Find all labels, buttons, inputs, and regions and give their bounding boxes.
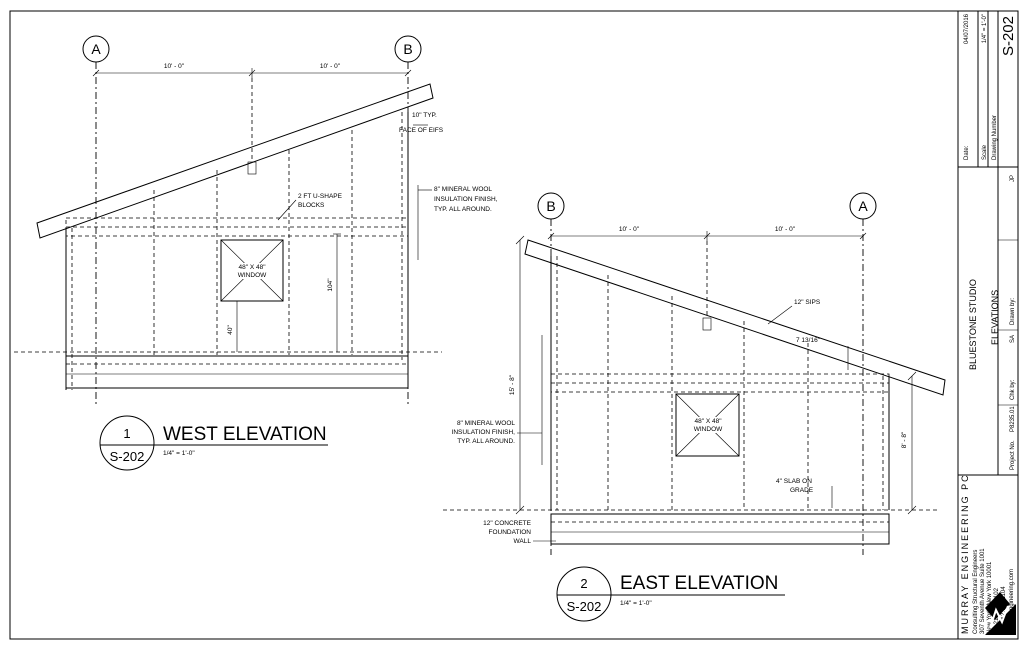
title-block: Date: 04/07/2016 Scale 1/4" = 1'-0" Draw… [957, 11, 1018, 639]
window-west [220, 239, 284, 302]
note-face-eifs: FACE OF EIFS [399, 127, 444, 134]
note-ushape-2: BLOCKS [298, 202, 325, 209]
tb-address-2: New York, New York 10001 [987, 561, 993, 634]
tb-scale: 1/4" = 1'-0" [982, 14, 988, 43]
dim-pitch: 7 13/16" [796, 337, 821, 344]
grid-label-b-east: B [546, 198, 555, 214]
firm-logo [985, 592, 1016, 635]
vent-east [702, 317, 712, 331]
tb-date: 04/07/2016 [964, 13, 970, 44]
roof-west [36, 83, 434, 239]
note-concrete-2: FOUNDATION [489, 529, 532, 536]
window-size-west: 48" X 48" [238, 264, 266, 271]
dim-104-west: 104" [327, 278, 334, 292]
window-label-east: WINDOW [694, 426, 723, 433]
roof-east [524, 239, 946, 396]
view-title-east: 2 S-202 EAST ELEVATION 1/4" = 1'-0" [556, 566, 785, 622]
sheet-border [9, 10, 1019, 640]
note-ushape-1: 2 FT U-SHAPE [298, 193, 343, 200]
dim-40-west: 40" [227, 325, 234, 335]
east-elevation: B A 10' - 0" 10' - 0" 48" X 48" WI [443, 192, 946, 555]
dim-10ft-east-left: 10' - 0" [619, 226, 640, 233]
tb-chk-label: Chk by: [1010, 379, 1016, 400]
note-sips: 12" SIPS [794, 299, 821, 306]
view-title-text-east: EAST ELEVATION [620, 573, 778, 594]
note-slab-2: GRADE [790, 487, 814, 494]
tb-web: murray-engineering.com [1009, 569, 1015, 634]
view-sheet-west: S-202 [110, 449, 145, 464]
note-concrete-3: WALL [514, 538, 532, 545]
tb-scale-label: Scale [982, 144, 988, 160]
tb-drawn: JP [1010, 175, 1016, 182]
window-label-west: WINDOW [238, 272, 267, 279]
view-title-west: 1 S-202 WEST ELEVATION 1/4" = 1'-0" [99, 415, 328, 471]
grid-label-b-west: B [403, 41, 412, 57]
tb-drawing-number: S-202 [1000, 16, 1017, 56]
note-mineral-1-west: 8" MINERAL WOOL [434, 186, 492, 193]
tb-project-name: BLUESTONE STUDIO [968, 279, 978, 370]
dim-10ft-east-right: 10' - 0" [775, 226, 796, 233]
dim-10in-typ: 10" TYP. [412, 112, 437, 119]
grid-label-a-west: A [91, 41, 101, 57]
grid-label-a-east: A [858, 198, 868, 214]
tb-chk: SA [1010, 335, 1016, 343]
view-scale-east: 1/4" = 1'-0" [620, 600, 652, 607]
tb-address-1: 307 Seventh Avenue Suite 1001 [980, 548, 986, 634]
note-mineral-3-east: TYP. ALL AROUND. [457, 438, 515, 445]
dim-15-8-east: 15' - 8" [509, 374, 516, 395]
view-sheet-east: S-202 [567, 599, 602, 614]
west-elevation: A B 10' - 0" 10' - 0" 4 [14, 35, 498, 405]
note-mineral-2-east: INSULATION FINISH, [452, 429, 516, 436]
note-slab-1: 4" SLAB ON [776, 478, 812, 485]
note-mineral-3-west: TYP. ALL AROUND. [434, 206, 492, 213]
tb-drawn-label: Drawn by: [1010, 298, 1016, 325]
tb-firm-sub: Consulting Structural Engineers [973, 550, 979, 634]
dim-10ft-west-right: 10' - 0" [320, 63, 341, 70]
tb-project-no-label: Project No. [1010, 440, 1016, 470]
window-east [675, 393, 740, 457]
note-concrete-1: 12" CONCRETE [483, 520, 531, 527]
tb-date-label: Date: [964, 145, 970, 160]
view-title-text-west: WEST ELEVATION [163, 424, 327, 445]
tb-drawing-number-label: Drawing Number [992, 115, 998, 160]
dim-8-8-east: 8' - 8" [901, 431, 908, 448]
foundation-west [65, 355, 409, 389]
tb-sheet-title: ELEVATIONS [990, 290, 1000, 345]
note-mineral-1-east: 8" MINERAL WOOL [457, 420, 515, 427]
view-number-west: 1 [123, 426, 130, 441]
tb-project-no: P8235.01 [1010, 406, 1016, 432]
view-number-east: 2 [580, 576, 587, 591]
window-size-east: 48" X 48" [694, 418, 722, 425]
tb-firm: MURRAY ENGINEERING PC [960, 473, 970, 634]
view-scale-west: 1/4" = 1'-0" [163, 450, 195, 457]
dim-10ft-west-left: 10' - 0" [164, 63, 185, 70]
foundation-east [550, 513, 890, 545]
note-mineral-2-west: INSULATION FINISH, [434, 196, 498, 203]
